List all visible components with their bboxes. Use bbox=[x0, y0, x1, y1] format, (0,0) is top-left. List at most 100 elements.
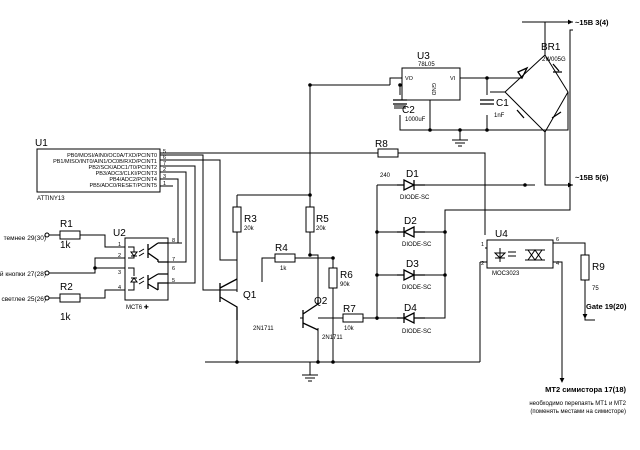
r9-value: 75 bbox=[592, 286, 599, 292]
u3-ref: U3 bbox=[417, 51, 430, 62]
u4-optotriac: U4 MOC3023 1 2 6 4 bbox=[481, 229, 559, 277]
u2-pin-8: 8 bbox=[172, 238, 175, 244]
d3-diode: D3 DIODE-SC bbox=[397, 259, 432, 291]
transistor-stage: R3 20k R5 20k R4 1k R6 90k R7 10k Q1 2N1… bbox=[205, 206, 364, 382]
u2-pin-7: 7 bbox=[172, 257, 175, 263]
r7-body bbox=[342, 313, 364, 323]
d1-value: DIODE-SC bbox=[400, 195, 430, 201]
u1-microcontroller: U1 ATTINY13 PB0/MOSI/AIN0/OC0A/TXD/PCINT… bbox=[35, 138, 166, 202]
r8-resistor: R8 240 bbox=[375, 139, 399, 179]
r6-ref: R6 bbox=[340, 270, 353, 281]
c1-value: 1nF bbox=[494, 113, 505, 119]
r5-ref: R5 bbox=[316, 214, 329, 225]
u2-led-1 bbox=[128, 246, 138, 259]
wire-u4-mt2 bbox=[553, 261, 563, 380]
u1-pin-num-7: 7 bbox=[163, 161, 166, 167]
net-mt2: МТ2 симистора 17(18) bbox=[545, 385, 626, 394]
wire-u4-output bbox=[479, 242, 595, 362]
u1-pin-num-1: 1 bbox=[163, 181, 166, 187]
u1-pin-num-3: 3 bbox=[163, 174, 166, 180]
r3-ref: R3 bbox=[244, 214, 257, 225]
arrows bbox=[548, 19, 588, 383]
u1-value: ATTINY13 bbox=[37, 196, 65, 202]
r8-ref: R8 bbox=[375, 139, 388, 150]
q1-ref: Q1 bbox=[243, 290, 257, 301]
net-common-buttons: общий кнопки 27(28) bbox=[0, 270, 46, 278]
u2-pin-4: 4 bbox=[118, 285, 121, 291]
wire-diode-left bbox=[376, 184, 397, 320]
wire-common bbox=[48, 257, 125, 274]
wire-pb4 bbox=[160, 178, 182, 244]
note-line-2: (поменять местами на симисторе) bbox=[530, 409, 626, 415]
r2-value: 1k bbox=[60, 312, 72, 323]
u2-optocoupler: U2 МСТ6 ✚ 1 2 3 4 8 7 6 5 bbox=[113, 228, 175, 311]
wire-pb1 bbox=[160, 159, 237, 261]
u1-ref: U1 bbox=[35, 138, 48, 149]
u1-pin-num-6: 6 bbox=[163, 155, 166, 161]
r4-ref: R4 bbox=[275, 243, 288, 254]
u4-ref: U4 bbox=[495, 229, 508, 240]
wire-u2-right bbox=[168, 242, 182, 284]
u1-pin-pb5: PB5/ADC0/RESET/PCINT5 bbox=[89, 183, 157, 189]
net-svetlee: светлее 25(26) bbox=[2, 296, 46, 303]
r6-value: 90k bbox=[340, 282, 351, 288]
r9-ref: R9 bbox=[592, 262, 605, 273]
r5-value: 20k bbox=[316, 226, 327, 232]
c1-capacitor: C1 1nF bbox=[480, 98, 509, 119]
terminal-temnee bbox=[44, 232, 50, 238]
wire-bridge bbox=[490, 21, 573, 186]
u1-pin-pb0: PB0/MOSI/AIN0/OC0A/TXD/PCINT0 bbox=[67, 153, 157, 159]
d3-value: DIODE-SC bbox=[402, 285, 432, 291]
u2-phototransistor-2 bbox=[147, 273, 168, 291]
br1-value: 2W005G bbox=[542, 57, 566, 63]
u3-pin-gnd: GND bbox=[430, 83, 436, 95]
input-section: темнее 29(30) общий кнопки 27(28) светле… bbox=[0, 219, 81, 323]
q2-value: 2N1711 bbox=[322, 335, 343, 341]
note-line-1: необходимо перепаять МТ1 и МТ2 bbox=[529, 401, 626, 407]
d2-ref: D2 bbox=[404, 216, 417, 227]
c2-ref: C2 bbox=[402, 105, 415, 116]
d4-diode: D4 DIODE-SC bbox=[397, 303, 432, 335]
u4-triac bbox=[525, 249, 545, 261]
u2-pin-6: 6 bbox=[172, 266, 175, 272]
u3-pin-vo: VO bbox=[405, 76, 414, 82]
u4-pin-4: 4 bbox=[556, 261, 559, 267]
r5-body bbox=[305, 206, 315, 233]
r2-body bbox=[59, 293, 81, 303]
u2-phototransistor-1 bbox=[147, 242, 168, 263]
br1-bridge: BR1 2W005G bbox=[504, 42, 569, 133]
u2-pin-5: 5 bbox=[172, 278, 175, 284]
r9-resistor: R9 75 bbox=[580, 254, 605, 292]
u4-pin-2: 2 bbox=[481, 261, 484, 267]
q1-transistor: Q1 2N1711 bbox=[205, 278, 274, 332]
u1-pin-num-5: 5 bbox=[163, 149, 166, 155]
u3-regulator: U3 78L05 VO VI GND bbox=[401, 51, 461, 101]
r4-value: 1k bbox=[280, 266, 287, 272]
net-v15-top: ~15В 3(4) bbox=[575, 18, 609, 27]
u2-pin-3: 3 bbox=[118, 270, 121, 276]
u4-value: MOC3023 bbox=[492, 271, 520, 277]
wire-ground-bus bbox=[205, 320, 480, 363]
wire-rectifier bbox=[459, 77, 569, 140]
diodes: D1 DIODE-SC D2 DIODE-SC D3 DIODE-SC D4 D… bbox=[397, 169, 432, 335]
wire-vcc-gnd bbox=[309, 84, 390, 375]
r1-body bbox=[59, 230, 81, 240]
u1-pin-pb4: PB4/ADC2/PCINT4 bbox=[109, 177, 157, 183]
q2-transistor: Q2 2N1711 bbox=[300, 296, 343, 341]
ground-symbol bbox=[302, 374, 318, 382]
r8-value: 240 bbox=[380, 173, 391, 179]
q1-value: 2N1711 bbox=[253, 326, 274, 332]
d4-value: DIODE-SC bbox=[402, 329, 432, 335]
c1-ref: C1 bbox=[496, 98, 509, 109]
r7-value: 10k bbox=[344, 326, 355, 332]
net-gate: Gate 19(20) bbox=[586, 302, 627, 311]
u1-pin-pb3: PB3/ADC3/CLKI/PCINT3 bbox=[96, 171, 157, 177]
u4-pin-1: 1 bbox=[481, 242, 484, 248]
u2-pin-1: 1 bbox=[118, 242, 121, 248]
terminal-common bbox=[44, 270, 50, 276]
r3-body bbox=[232, 206, 242, 233]
wire-r8 bbox=[160, 152, 486, 235]
u4-led bbox=[493, 248, 507, 262]
d3-ref: D3 bbox=[406, 259, 419, 270]
